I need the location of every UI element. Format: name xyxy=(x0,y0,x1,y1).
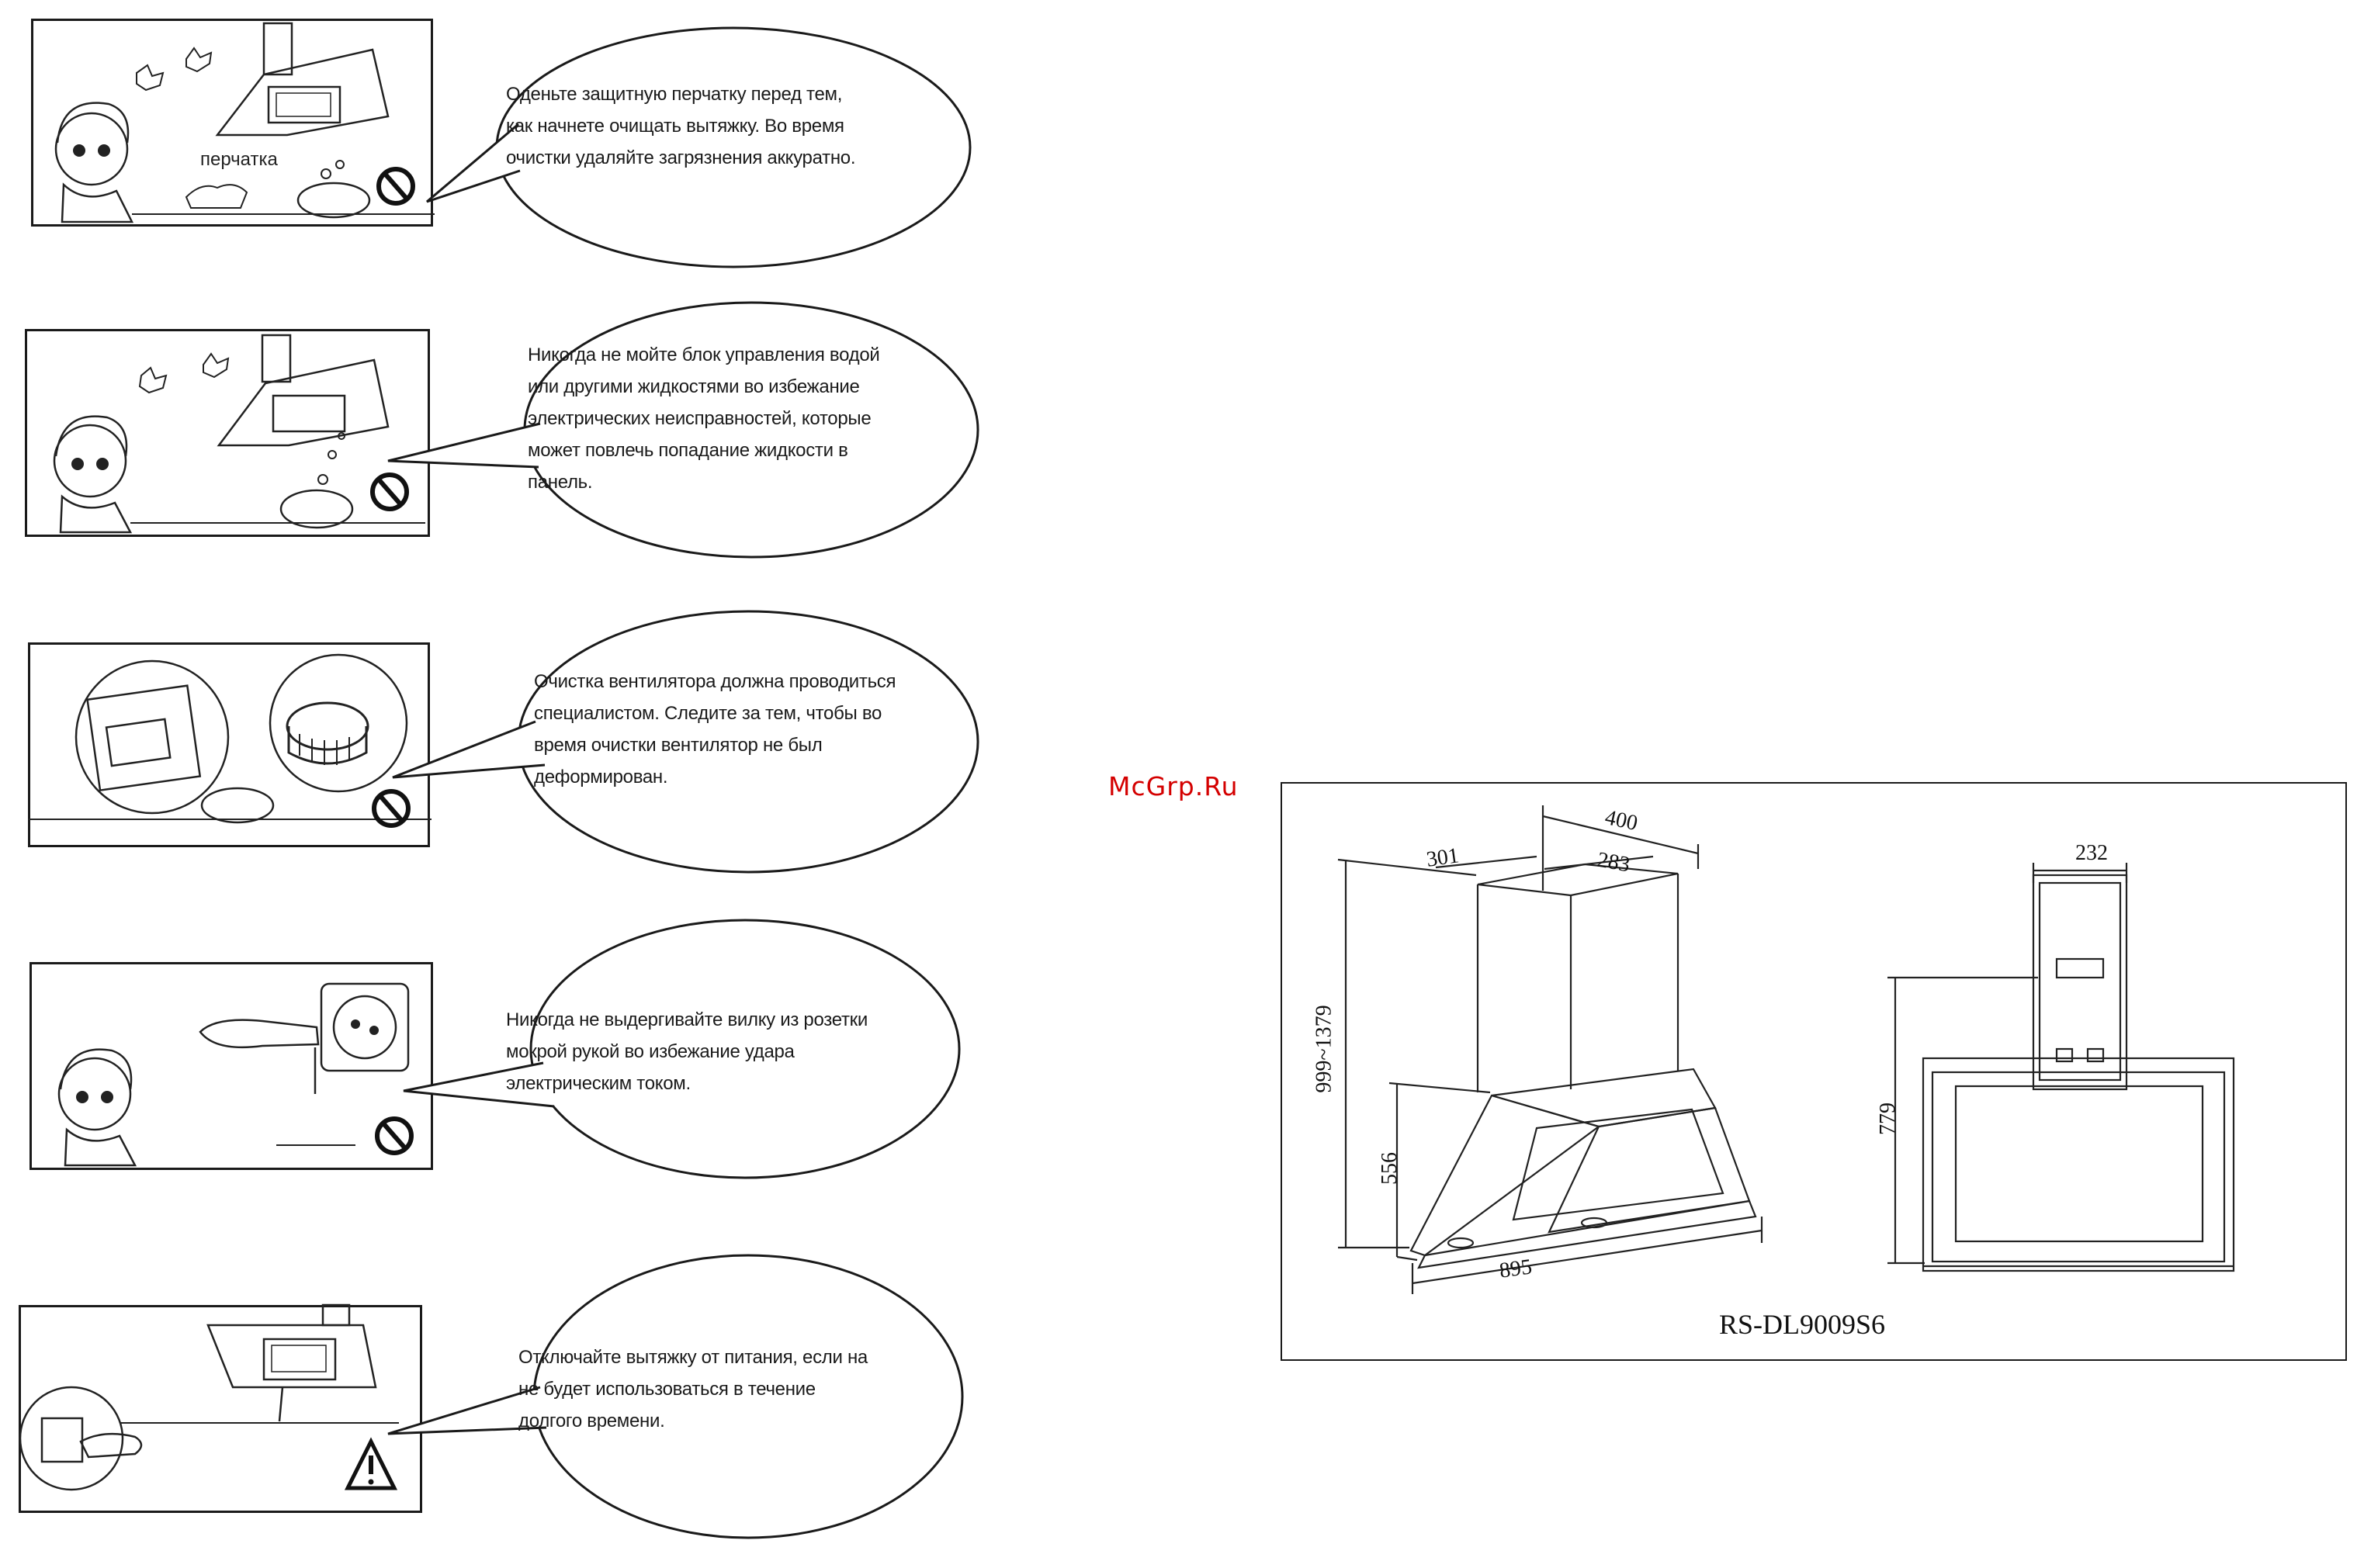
glove-cleaning-illustration xyxy=(54,22,435,223)
wet-hand-plug-illustration xyxy=(57,982,414,1167)
speech-bubble-3 xyxy=(392,610,979,874)
dim-width-bottom: 895 xyxy=(1497,1255,1534,1283)
warning-triangle-icon xyxy=(344,1437,398,1490)
speech-bubble-2 xyxy=(387,301,979,559)
prohibited-icon xyxy=(375,1116,414,1155)
bubble-text-4: Никогда не выдергивайте вилку из розетки… xyxy=(506,1009,868,1094)
washing-control-illustration xyxy=(53,334,425,534)
prohibited-icon xyxy=(376,167,415,206)
dim-side-height: 779 xyxy=(1876,1102,1900,1135)
speech-bubble-4 xyxy=(403,919,961,1179)
watermark: McGrp.Ru xyxy=(1108,771,1239,801)
dim-chimney-width: 232 xyxy=(2075,841,2108,865)
glove-label: перчатка xyxy=(200,149,278,170)
fan-cleaning-illustration xyxy=(28,653,432,828)
bubble-text-1: Оденьте защитную перчатку перед тем, как… xyxy=(506,84,856,168)
hood-dimensions-drawing xyxy=(1337,805,2235,1294)
speech-bubble-5 xyxy=(387,1254,964,1539)
prohibited-icon xyxy=(370,472,409,511)
bubble-text-3: Очистка вентилятора должна проводиться с… xyxy=(534,671,896,787)
dim-depth-left: 301 xyxy=(1424,843,1461,872)
illustration-panel-3 xyxy=(28,642,430,847)
model-number: RS-DL9009S6 xyxy=(1719,1309,1886,1340)
bubble-text-5: Отключайте вытяжку от питания, если на н… xyxy=(518,1347,868,1431)
dim-height-range: 999~1379 xyxy=(1312,1005,1336,1093)
prohibited-icon xyxy=(372,789,411,828)
bubble-text-2: Никогда не мойте блок управления водой и… xyxy=(528,344,880,493)
speech-bubble-1 xyxy=(426,26,972,268)
dim-height-lower: 556 xyxy=(1378,1152,1402,1185)
unplug-power-illustration xyxy=(19,1303,399,1491)
